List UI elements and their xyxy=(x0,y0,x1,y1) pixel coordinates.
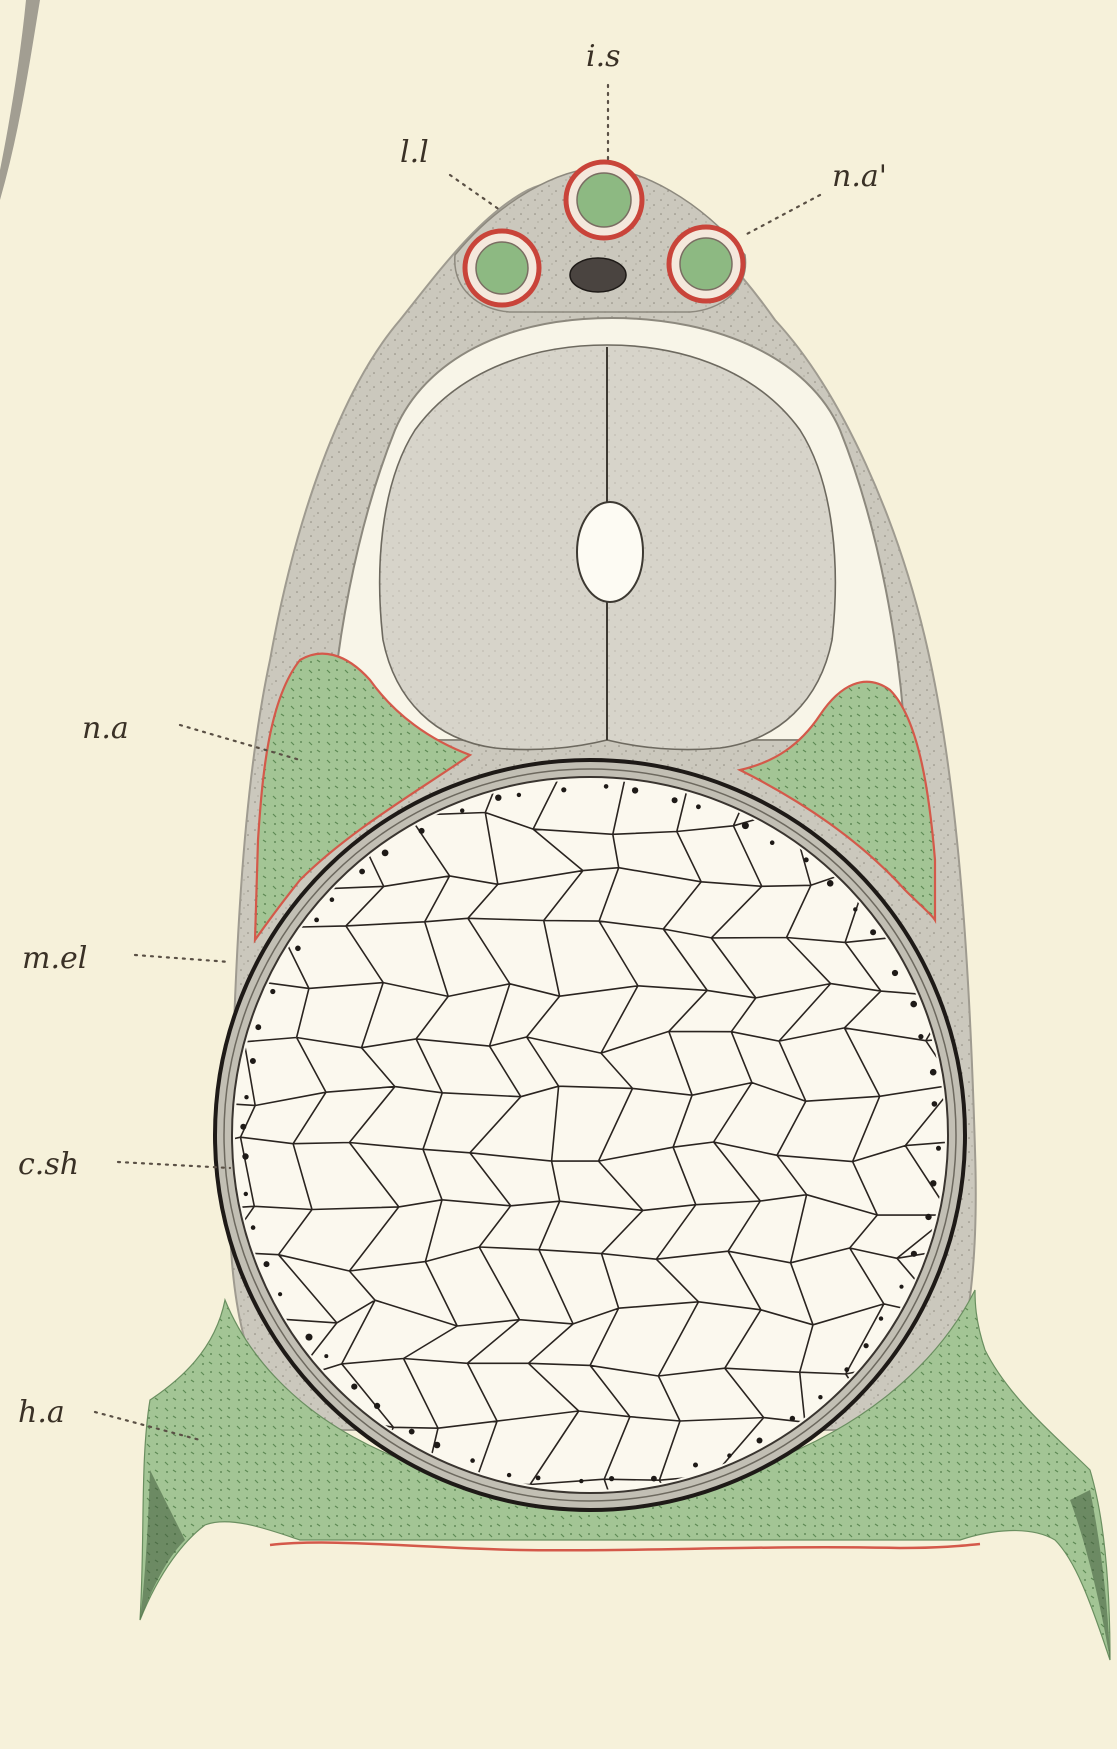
cell-nucleus xyxy=(864,1343,869,1348)
label-membrana-elastica: m.el xyxy=(22,941,87,976)
cell-nucleus xyxy=(892,970,898,976)
cell-nucleus xyxy=(932,1101,938,1107)
cell-nucleus xyxy=(382,850,389,857)
cell-nucleus xyxy=(696,804,701,809)
cell-nucleus xyxy=(899,1285,903,1289)
cell-nucleus xyxy=(242,1153,248,1159)
lateral-line-vessel xyxy=(476,242,528,294)
cell-nucleus xyxy=(579,1479,583,1483)
cell-nucleus xyxy=(879,1316,883,1320)
cell-nucleus xyxy=(925,1214,931,1220)
cell-nucleus xyxy=(251,1225,256,1230)
cell-nucleus xyxy=(757,1438,763,1444)
cell-nucleus xyxy=(434,1442,441,1449)
cell-nucleus xyxy=(770,840,775,845)
cell-nucleus xyxy=(561,787,566,792)
cell-nucleus xyxy=(870,929,876,935)
accessory-neural-arch xyxy=(680,238,732,290)
cell-nucleus xyxy=(651,1476,657,1482)
label-neural-arch-accessory: n.a' xyxy=(832,159,887,194)
cell-nucleus xyxy=(844,1367,849,1372)
cell-nucleus xyxy=(853,907,857,911)
cell-nucleus xyxy=(324,1354,328,1358)
label-lateral-line: l.l xyxy=(400,135,429,170)
cell-nucleus xyxy=(306,1334,313,1341)
cell-nucleus xyxy=(351,1384,357,1390)
cell-nucleus xyxy=(609,1476,614,1481)
cell-nucleus xyxy=(604,784,609,789)
cell-nucleus xyxy=(632,787,638,793)
intersegmental-vessel xyxy=(577,173,631,227)
cell-nucleus xyxy=(930,1069,937,1076)
cell-nucleus xyxy=(918,1034,923,1039)
cell-nucleus xyxy=(495,795,501,801)
cell-nucleus xyxy=(278,1292,282,1296)
central-canal xyxy=(577,502,643,602)
cell-nucleus xyxy=(270,989,275,994)
label-haemal-arch: h.a xyxy=(18,1395,65,1430)
cell-nucleus xyxy=(359,869,365,875)
cell-nucleus xyxy=(507,1473,511,1477)
cell-nucleus xyxy=(330,897,335,902)
cell-nucleus xyxy=(240,1124,246,1130)
dorsal-dark-body xyxy=(570,258,626,292)
label-chordal-sheath: c.sh xyxy=(18,1147,79,1182)
cell-nucleus xyxy=(250,1058,256,1064)
cell-nucleus xyxy=(910,1001,917,1008)
cell-nucleus xyxy=(419,828,425,834)
cell-nucleus xyxy=(790,1416,795,1421)
cell-nucleus xyxy=(314,918,319,923)
cell-nucleus xyxy=(244,1095,248,1099)
label-intersegmental: i.s xyxy=(586,39,621,74)
cell-nucleus xyxy=(930,1180,936,1186)
chordal-sheath xyxy=(232,777,948,1493)
cell-nucleus xyxy=(517,793,521,797)
cell-nucleus xyxy=(818,1395,822,1399)
cell-nucleus xyxy=(804,857,809,862)
cell-nucleus xyxy=(255,1024,261,1030)
cell-nucleus xyxy=(536,1476,541,1481)
cell-nucleus xyxy=(244,1192,248,1196)
cell-nucleus xyxy=(727,1453,731,1457)
cell-nucleus xyxy=(409,1429,415,1435)
cell-nucleus xyxy=(911,1251,917,1257)
cell-nucleus xyxy=(295,946,301,952)
cell-nucleus xyxy=(264,1261,270,1267)
cell-nucleus xyxy=(374,1403,380,1409)
cell-nucleus xyxy=(672,797,678,803)
cell-nucleus xyxy=(460,808,464,812)
cell-nucleus xyxy=(742,822,749,829)
cell-nucleus xyxy=(470,1458,475,1463)
cell-nucleus xyxy=(936,1146,941,1151)
cell-nucleus xyxy=(693,1463,698,1468)
label-neural-arch: n.a xyxy=(82,711,129,746)
cell-nucleus xyxy=(827,880,834,887)
